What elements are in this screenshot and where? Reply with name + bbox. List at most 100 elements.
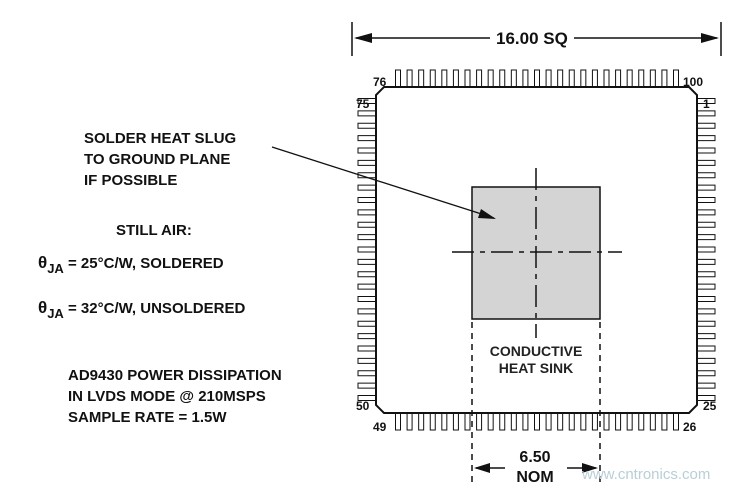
pin-lead-right [696,308,716,315]
pin-lead-bottom [534,412,540,431]
pin-lead-right [696,122,716,129]
pin-lead-bottom [406,412,413,431]
pin-lead-top [487,69,494,88]
pin-lead-left [357,382,377,389]
pin-lead-top [661,69,668,88]
pin-lead-left [357,110,377,117]
pin-label-76: 76 [373,75,387,89]
pin-lead-bottom [603,412,610,431]
pin-lead-right [696,382,716,389]
heat-sink-label: CONDUCTIVE HEAT SINK [470,343,602,377]
pin-lead-top [534,69,540,88]
pin-lead-bottom [649,412,656,431]
pin-lead-right [696,197,716,203]
pin-lead-bottom [615,412,622,431]
pin-lead-left [357,234,377,241]
pin-lead-top [591,69,598,88]
theta-unsoldered-value: = 32°C/W, UNSOLDERED [63,300,246,317]
theta-unsoldered: θJA = 32°C/W, UNSOLDERED [38,297,245,324]
pin-lead-right [696,147,716,154]
pin-lead-bottom [661,412,668,431]
pin-lead-left [357,283,377,290]
pin-lead-right [696,333,716,340]
pin-lead-top [557,69,564,88]
pin-lead-top [452,69,459,88]
heat-sink-dimension-value: 6.50 [519,449,551,466]
pin-label-49: 49 [373,420,387,434]
pin-lead-top [510,69,517,88]
pins-bottom [395,412,679,431]
pin-lead-right [696,296,716,302]
pin-lead-bottom [499,412,506,431]
pin-lead-left [357,122,377,129]
pin-lead-top [395,69,401,88]
pin-lead-bottom [510,412,517,431]
pin-lead-left [357,296,377,302]
pin-lead-right [696,184,716,191]
pin-label-75: 75 [356,97,370,111]
power-note-line-1: AD9430 POWER DISSIPATION [68,367,282,384]
pin-lead-left [357,320,377,327]
pin-lead-left [357,221,377,228]
pin-lead-bottom [452,412,459,431]
pin-lead-left [357,370,377,377]
solder-note-line-3: IF POSSIBLE [84,172,178,189]
theta-soldered-value: = 25°C/W, SOLDERED [63,255,224,272]
pin-lead-left [357,209,377,216]
pin-lead-bottom [522,412,529,431]
theta-symbol: θ [38,253,48,272]
pin-lead-bottom [441,412,448,431]
theta-subscript: JA [47,261,64,276]
pin-lead-top [580,69,587,88]
heat-sink-dimension: 6.50 NOM [505,448,565,488]
pin-lead-top [406,69,413,88]
pin-lead-left [357,147,377,154]
pin-lead-bottom [429,412,436,431]
pin-lead-left [357,184,377,191]
theta-subscript: JA [47,306,64,321]
pin-lead-top [649,69,656,88]
pin-label-26: 26 [683,420,697,434]
pin-lead-left [357,345,377,352]
pin-lead-bottom [395,412,401,431]
pin-lead-bottom [464,412,471,431]
pin-lead-top [418,69,425,88]
heat-dim-arrow-right [582,463,598,473]
leader-line [271,146,495,219]
pin-lead-top [476,69,483,88]
pin-lead-right [696,221,716,228]
pin-lead-left [357,159,377,166]
pin-lead-left [357,333,377,340]
pin-lead-right [696,271,716,278]
pin-lead-right [696,246,716,253]
pin-lead-left [357,135,377,142]
pin-lead-right [696,159,716,166]
pin-lead-left [357,246,377,253]
pin-lead-right [696,172,716,179]
pin-lead-top [499,69,506,88]
pins-top [395,69,679,88]
pin-label-50: 50 [356,399,370,413]
pin-lead-top [545,69,552,88]
pins-right [696,98,716,401]
pin-lead-top [626,69,633,88]
pin-lead-bottom [673,412,679,431]
pin-lead-right [696,110,716,117]
power-note: AD9430 POWER DISSIPATION IN LVDS MODE @ … [68,365,282,428]
pin-lead-left [357,197,377,203]
dim-arrow-right [701,33,719,43]
solder-note-line-2: TO GROUND PLANE [84,151,231,168]
pin-lead-bottom [580,412,587,431]
pin-lead-right [696,135,716,142]
pin-lead-top [522,69,529,88]
pin-lead-bottom [545,412,552,431]
pin-lead-right [696,370,716,377]
heat-sink-label-line-1: CONDUCTIVE [489,343,583,359]
pin-lead-bottom [476,412,483,431]
pin-lead-left [357,308,377,315]
heat-dim-arrow-left [474,463,490,473]
pin-lead-left [357,357,377,364]
pin-lead-right [696,345,716,352]
solder-note: SOLDER HEAT SLUG TO GROUND PLANE IF POSS… [84,128,236,191]
